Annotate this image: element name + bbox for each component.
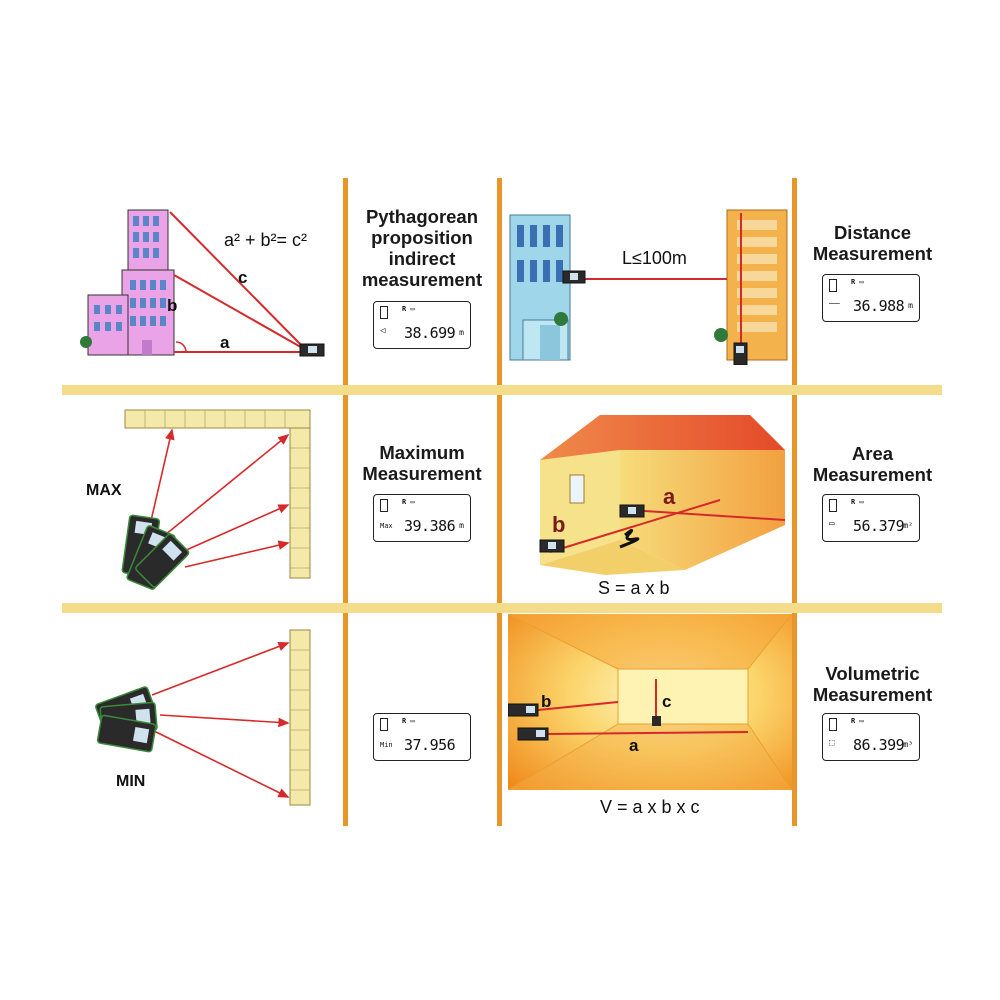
minimum-side-label: MIN bbox=[116, 773, 146, 790]
pythagorean-label-b: b bbox=[167, 296, 178, 315]
area-display: R ▭ ▭ 56.379 m² bbox=[822, 494, 920, 542]
distance-unit: m bbox=[908, 301, 913, 310]
volumetric-formula: V = a x b x c bbox=[600, 797, 700, 817]
column-divider-1 bbox=[343, 178, 348, 826]
lcd-header: R ▭ bbox=[851, 717, 864, 725]
pythagorean-illustration bbox=[80, 209, 325, 357]
lcd-header: R ▭ bbox=[402, 498, 415, 506]
pythagorean-title: Pythagorean proposition indirect measure… bbox=[352, 206, 492, 290]
row-divider-1 bbox=[62, 385, 942, 395]
battery-icon bbox=[380, 306, 388, 319]
battery-icon bbox=[380, 718, 388, 731]
battery-icon bbox=[829, 718, 837, 731]
battery-icon bbox=[829, 279, 837, 292]
area-title-line-1: Area bbox=[851, 443, 894, 464]
maximum-illustration bbox=[121, 409, 311, 590]
area-mode-icon: ▭ bbox=[829, 519, 835, 529]
area-formula: S = a x b bbox=[598, 578, 670, 598]
pythagorean-value: 38.699 bbox=[404, 324, 456, 342]
pythagorean-formula: a² + b²= c² bbox=[224, 230, 308, 250]
maximum-value: 39.386 bbox=[404, 517, 456, 535]
maximum-title-line-2: Measurement bbox=[362, 463, 482, 484]
maximum-title-line-1: Maximum bbox=[379, 442, 465, 463]
pythagorean-label-c: c bbox=[238, 268, 248, 287]
maximum-side-label: MAX bbox=[86, 482, 122, 499]
maximum-unit: m bbox=[459, 521, 464, 530]
pythagorean-unit: m bbox=[459, 328, 464, 337]
pythagorean-title-line-2: proposition bbox=[371, 227, 473, 248]
pythagorean-label-a: a bbox=[220, 333, 230, 352]
lcd-header: R ▭ bbox=[402, 305, 415, 313]
volumetric-label-b: b bbox=[541, 692, 552, 711]
maximum-display: R ▭ Max 39.386 m bbox=[373, 494, 471, 542]
triangle-mode-icon: ◁ bbox=[380, 326, 386, 336]
minimum-illustration bbox=[95, 629, 311, 806]
distance-title-line-2: Measurement bbox=[812, 243, 933, 264]
volumetric-title-line-1: Volumetric bbox=[825, 663, 920, 684]
min-mode-icon: Min bbox=[380, 741, 393, 749]
pythagorean-title-line-3: indirect bbox=[388, 248, 456, 269]
minimum-display: R ▭ Min 37.956 bbox=[373, 713, 471, 761]
pythagorean-title-line-1: Pythagorean bbox=[365, 206, 479, 227]
area-title: Area Measurement bbox=[800, 443, 945, 485]
column-divider-2 bbox=[497, 178, 502, 826]
battery-icon bbox=[829, 499, 837, 512]
volumetric-value: 86.399 bbox=[853, 736, 905, 754]
area-unit: m² bbox=[903, 521, 913, 530]
distance-range-label: L≤100m bbox=[622, 248, 687, 268]
volume-mode-icon: ⬚ bbox=[829, 738, 835, 748]
volumetric-label-c: c bbox=[662, 692, 672, 711]
volumetric-illustration bbox=[508, 614, 792, 790]
distance-title-line-1: Distance bbox=[833, 222, 912, 243]
area-label-a: a bbox=[663, 484, 676, 509]
volumetric-title: Volumetric Measurement bbox=[800, 663, 945, 705]
minimum-value: 37.956 bbox=[404, 736, 456, 754]
area-illustration bbox=[539, 415, 786, 575]
distance-illustration bbox=[509, 209, 788, 365]
maximum-title: Maximum Measurement bbox=[352, 442, 492, 484]
distance-value: 36.988 bbox=[853, 297, 905, 315]
area-value: 56.379 bbox=[853, 517, 905, 535]
distance-title: Distance Measurement bbox=[800, 222, 945, 264]
volumetric-display: R ▭ ⬚ 86.399 m³ bbox=[822, 713, 920, 761]
row-divider-2 bbox=[62, 603, 942, 613]
pythagorean-display: R ▭ ◁ 38.699 m bbox=[373, 301, 471, 349]
volumetric-title-line-2: Measurement bbox=[812, 684, 933, 705]
lcd-header: R ▭ bbox=[851, 498, 864, 506]
volumetric-unit: m³ bbox=[903, 740, 913, 749]
distance-display: R ▭ –– 36.988 m bbox=[822, 274, 920, 322]
lcd-header: R ▭ bbox=[402, 717, 415, 725]
area-label-b: b bbox=[552, 512, 566, 537]
area-title-line-2: Measurement bbox=[812, 464, 933, 485]
volumetric-label-a: a bbox=[629, 736, 639, 755]
lcd-header: R ▭ bbox=[851, 278, 864, 286]
battery-icon bbox=[380, 499, 388, 512]
max-mode-icon: Max bbox=[380, 522, 393, 530]
column-divider-3 bbox=[792, 178, 797, 826]
line-mode-icon: –– bbox=[829, 299, 840, 309]
pythagorean-title-line-4: measurement bbox=[361, 269, 483, 290]
